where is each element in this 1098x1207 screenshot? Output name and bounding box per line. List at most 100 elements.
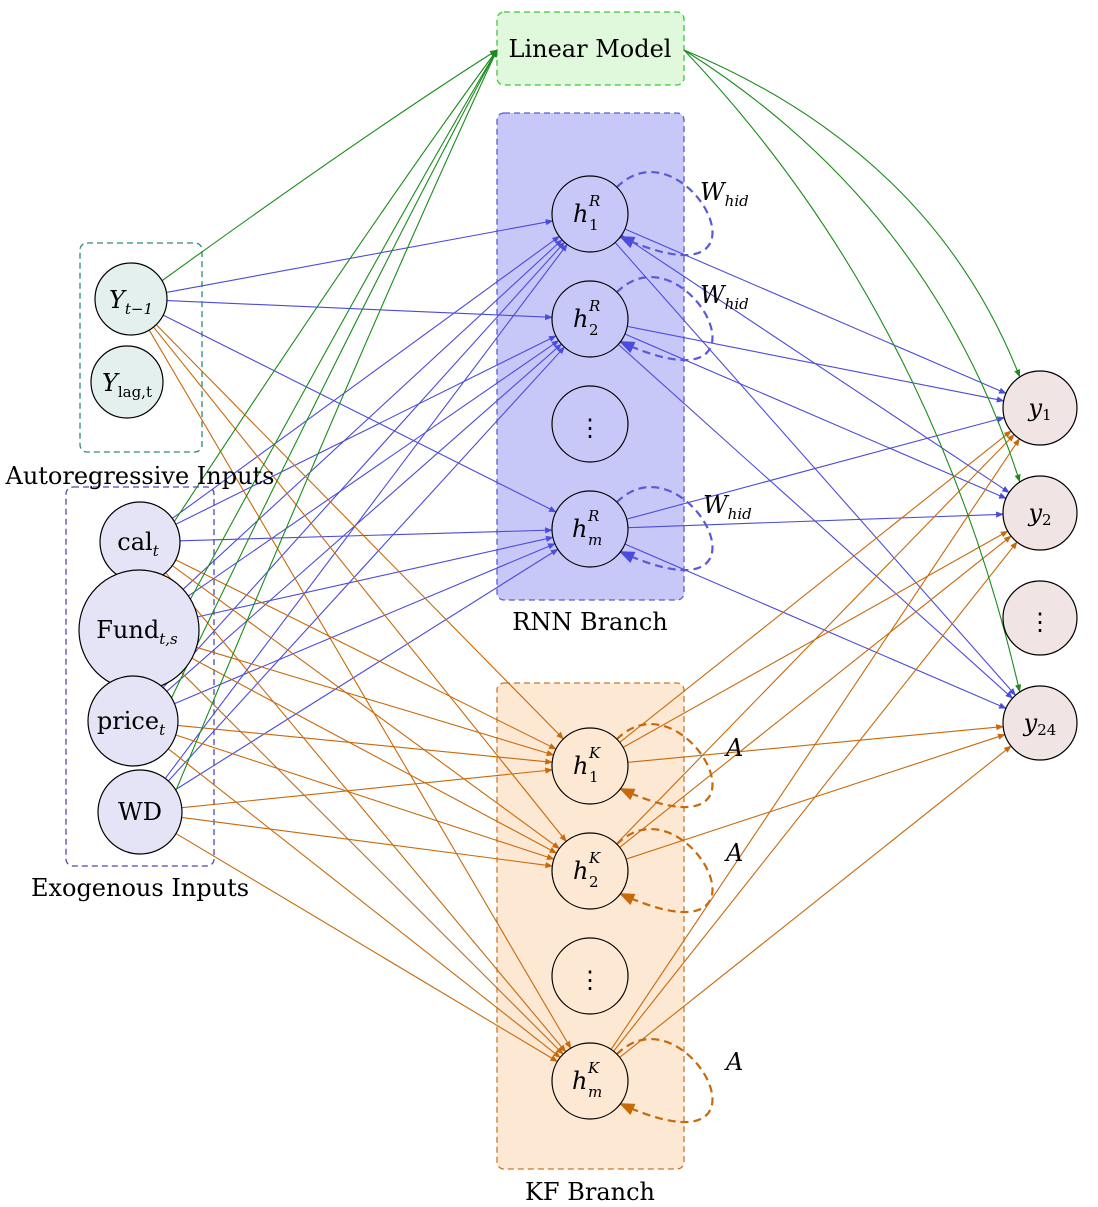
linear-output-edge: [683, 49, 1021, 483]
rnn-edge: [179, 527, 553, 542]
kf-edge: [175, 734, 555, 860]
svg-text:K: K: [587, 1059, 600, 1077]
svg-text:Ylag,t: Ylag,t: [102, 369, 152, 401]
svg-text:K: K: [588, 849, 601, 867]
exogenous-caption: Exogenous Inputs: [31, 874, 249, 902]
rnn-edge: [175, 335, 557, 525]
kf-edge: [191, 657, 558, 854]
linear-input-edge: [189, 49, 498, 601]
kf-edge: [148, 329, 572, 1049]
svg-text:h: h: [572, 1067, 587, 1095]
autoregressive-caption: Autoregressive Inputs: [4, 462, 274, 490]
kf-output-edge: [613, 541, 1018, 1052]
rnn-node-hm: h R m: [551, 490, 629, 568]
kf-edge: [171, 565, 560, 850]
rnn-branch-caption: RNN Branch: [512, 608, 667, 636]
rnn-edge: [182, 239, 563, 590]
kf-output-edge: [619, 745, 1012, 1058]
kf-branch-caption: KF Branch: [525, 1178, 655, 1206]
rnn-node-h2: h R 2: [551, 280, 629, 358]
kf-self-loop: [615, 828, 714, 914]
svg-text:K: K: [588, 744, 601, 762]
rnn-edge: [166, 300, 553, 321]
input-node-price: pricet: [87, 675, 179, 767]
rnn-edge: [166, 219, 554, 293]
kf-edge: [196, 646, 555, 756]
svg-text:y24: y24: [1023, 709, 1057, 739]
kf-edge: [155, 324, 564, 740]
kf-edge: [181, 816, 554, 869]
svg-text:h: h: [572, 515, 587, 543]
svg-text:Yt−1: Yt−1: [109, 286, 153, 318]
output-node-y2: y2: [1002, 475, 1078, 551]
svg-text:h: h: [573, 857, 588, 885]
svg-text:h: h: [573, 200, 588, 228]
kf-edge: [175, 833, 559, 1062]
kf-node-dots: ⋮: [551, 937, 629, 1015]
kf-output-edge: [619, 535, 1012, 848]
kf-node-h1: h K 1: [551, 727, 629, 805]
svg-text:⋮: ⋮: [1028, 608, 1052, 636]
kf-node-h2: h K 2: [551, 832, 629, 910]
output-node-dots: ⋮: [1002, 580, 1078, 656]
edges-layer: [148, 49, 1022, 1062]
kf-self-loop: [615, 1038, 714, 1124]
rnn-node-dots: ⋮: [551, 385, 629, 463]
svg-text:R: R: [587, 507, 599, 525]
svg-text:m: m: [588, 531, 602, 549]
linear-input-edge: [173, 49, 498, 523]
svg-text:calt: calt: [117, 528, 159, 560]
rnn-edge: [166, 343, 563, 692]
rnn-edge: [188, 340, 560, 597]
svg-text:y1: y1: [1027, 394, 1051, 424]
svg-text:1: 1: [589, 768, 599, 786]
linear-input-edge: [161, 49, 498, 282]
kf-edge: [177, 724, 553, 765]
rnn-edge: [164, 243, 568, 779]
kf-loop-label-2: A: [724, 839, 743, 867]
svg-text:Fundt,s: Fundt,s: [96, 616, 178, 648]
linear-model-box: [496, 11, 685, 86]
rnn-edge: [197, 535, 554, 618]
rnn-self-loop: [615, 486, 714, 572]
input-node-cal: calt: [99, 501, 181, 583]
linear-input-edge: [170, 49, 498, 699]
kf-edge: [165, 572, 567, 1053]
input-node-wd: WD: [97, 769, 183, 855]
rnn-loop-label-2: Whid: [700, 281, 749, 313]
rnn-edge: [162, 241, 566, 688]
kf-edge: [153, 326, 567, 842]
kf-edge: [168, 748, 561, 1058]
svg-text:⋮: ⋮: [578, 414, 602, 442]
svg-text:R: R: [588, 192, 600, 210]
kf-edge: [175, 559, 557, 750]
rnn-self-loop: [615, 276, 714, 362]
svg-text:y2: y2: [1027, 499, 1051, 529]
kf-node-hm: h K m: [551, 1042, 629, 1120]
rnn-output-edge: [627, 511, 1004, 529]
output-node-y1: y1: [1002, 370, 1078, 446]
rnn-output-edge: [624, 333, 1007, 499]
rnn-output-edge: [626, 416, 1006, 520]
output-node-y24: y24: [1002, 685, 1078, 761]
rnn-edge: [172, 235, 560, 519]
rnn-edge: [167, 346, 565, 782]
svg-text:2: 2: [589, 321, 599, 339]
linear-model-label: Linear Model: [509, 35, 672, 63]
svg-text:⋮: ⋮: [578, 966, 602, 994]
kf-output-edge: [610, 438, 1020, 1050]
svg-text:h: h: [573, 305, 588, 333]
self-loops-layer: [615, 171, 714, 1124]
rnn-edge: [175, 548, 559, 791]
kf-loop-label-m: A: [724, 1048, 743, 1076]
rnn-edge: [174, 543, 556, 705]
svg-text:2: 2: [589, 873, 599, 891]
svg-text:pricet: pricet: [97, 707, 166, 739]
linear-output-edge: [683, 49, 1022, 693]
input-node-y-prev: Yt−1: [94, 262, 168, 336]
rnn-output-edge: [624, 543, 1007, 709]
input-node-y-lag: Ylag,t: [90, 345, 164, 419]
kf-edge: [181, 672, 564, 1055]
rnn-node-h1: h R 1: [551, 175, 629, 253]
input-node-fund: Fundt,s: [78, 569, 200, 691]
